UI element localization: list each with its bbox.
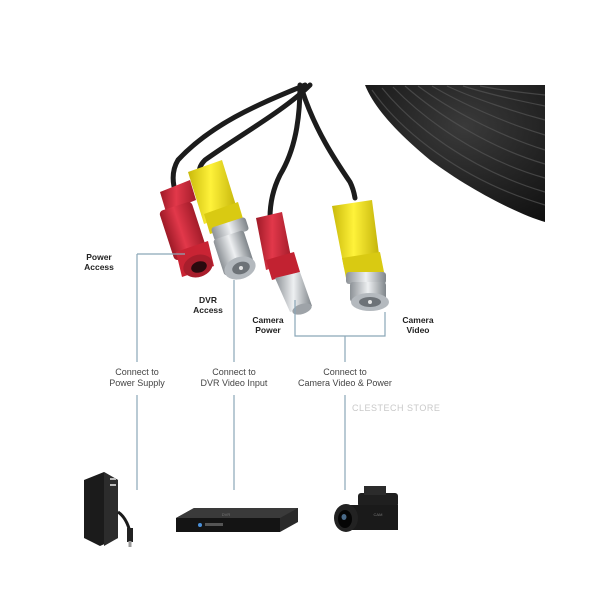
camera-video-label: Camera Video [396, 315, 440, 335]
connect-power-supply-label: Connect to Power Supply [97, 367, 177, 389]
power-access-text: Power Access [84, 252, 114, 272]
connect-dvr-label: Connect to DVR Video Input [189, 367, 279, 389]
connect-camera-text: Connect to Camera Video & Power [298, 367, 392, 388]
power-adapter-icon [84, 472, 133, 547]
camera-video-text: Camera Video [402, 315, 434, 335]
camera-power-text: Camera Power [252, 315, 284, 335]
power-access-red-plug [159, 180, 214, 278]
dvr-recorder-icon [176, 508, 298, 532]
connect-dvr-text: Connect to DVR Video Input [200, 367, 268, 388]
security-camera-icon [334, 486, 398, 532]
dvr-brand-text: DVR [221, 512, 231, 517]
connect-camera-label: Connect to Camera Video & Power [285, 367, 405, 389]
power-access-label: Power Access [78, 252, 120, 272]
connect-power-supply-text: Connect to Power Supply [109, 367, 165, 388]
camera-power-label: Camera Power [246, 315, 290, 335]
camera-power-red-plug [256, 212, 312, 315]
camera-brand-text: CAM [373, 512, 383, 517]
dvr-access-text: DVR Access [193, 295, 223, 315]
dvr-access-label: DVR Access [188, 295, 228, 315]
cable-coil [365, 85, 546, 222]
store-watermark: CLESTECH STORE [352, 403, 441, 413]
dvr-access-yellow-bnc [188, 160, 256, 280]
camera-video-yellow-bnc [332, 200, 389, 311]
connector-lines [136, 253, 386, 490]
